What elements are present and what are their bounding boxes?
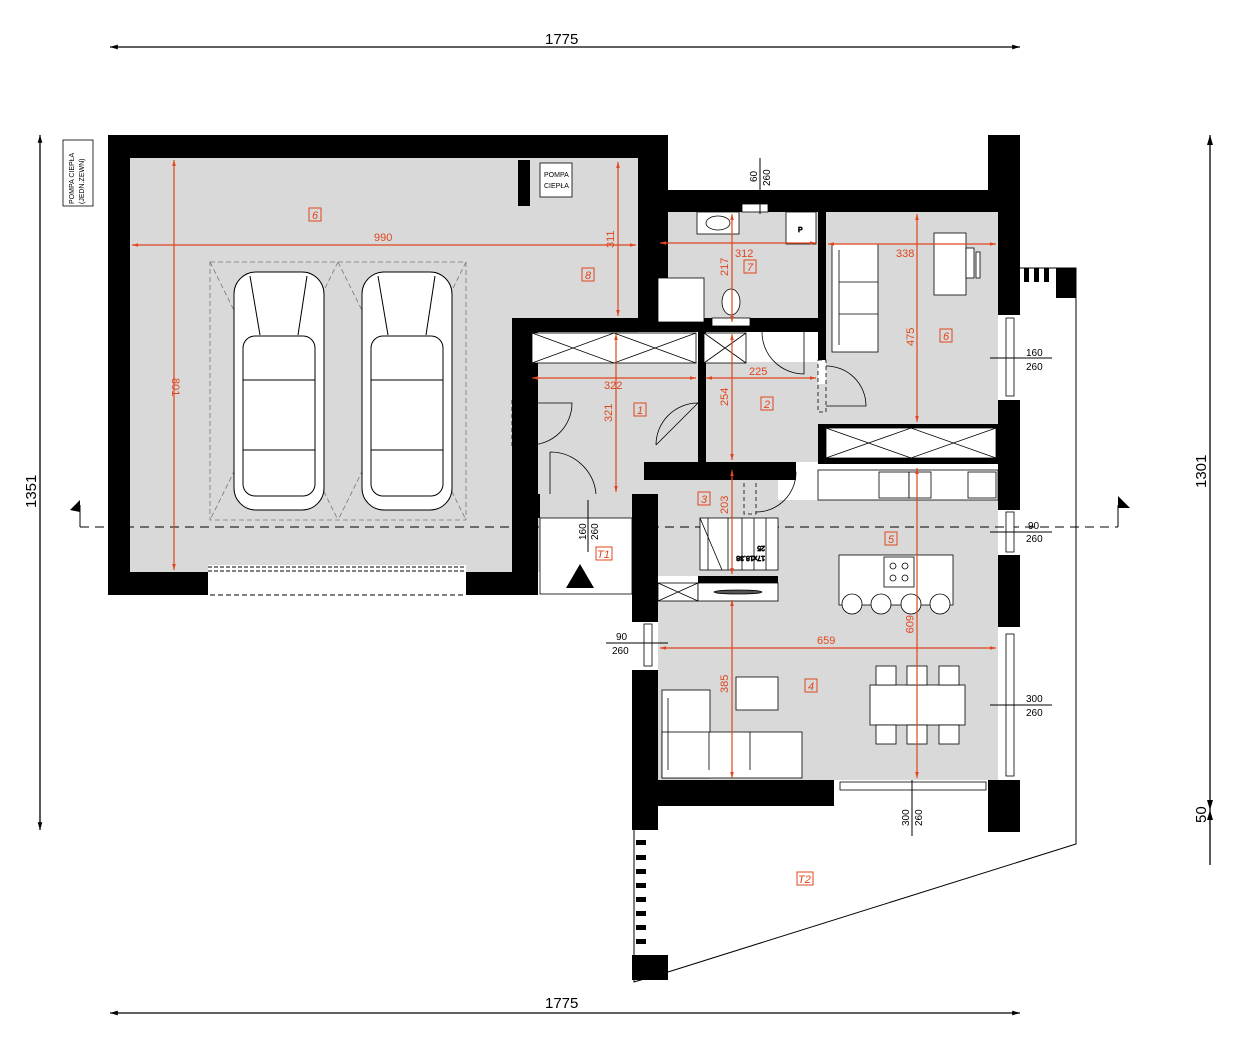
room-tag-2: 2 [760,396,774,411]
terrace-posts [636,268,1049,944]
room-dimension-values: 990 801 311 312 217 338 475 322 321 225 … [169,230,917,693]
top-dimension-value: 1775 [545,31,578,48]
svg-text:609: 609 [903,615,915,633]
room-tag-t2: T2 [796,871,814,886]
svg-text:475: 475 [905,328,917,346]
room-tag-1: 1 [633,402,647,417]
svg-text:801: 801 [169,378,181,396]
svg-text:90: 90 [1028,521,1040,532]
svg-text:60: 60 [749,170,760,182]
svg-text:7: 7 [747,262,754,274]
room-tag-bedroom: 6 [939,328,953,343]
svg-text:8: 8 [585,270,592,282]
room-tag-garage: 6 [308,207,322,222]
window-dim-living-right: 300 260 [990,694,1052,719]
bottom-dimension-value: 1775 [545,995,578,1012]
svg-text:338: 338 [896,248,914,260]
right-dimension [1207,135,1213,865]
svg-text:25: 25 [757,544,765,551]
svg-text:90: 90 [616,632,628,643]
svg-text:990: 990 [374,232,392,244]
window-dim-living-bottom: 300 260 [901,780,925,836]
car-icon [361,271,453,511]
svg-text:300: 300 [1026,694,1043,705]
svg-text:CIEPŁA: CIEPŁA [544,183,569,190]
bathroom-fixtures: P [657,211,817,327]
svg-text:2: 2 [763,399,770,411]
door-openings [511,359,827,515]
kitchen-island [838,554,954,615]
svg-text:260: 260 [1026,534,1043,545]
svg-text:311: 311 [605,230,617,248]
svg-text:4: 4 [808,681,814,693]
svg-text:321: 321 [603,404,615,422]
svg-text:1: 1 [637,405,643,417]
svg-text:260: 260 [590,523,601,540]
living-furniture [661,665,966,779]
left-dimension-value: 1351 [23,475,40,508]
garage-door [208,565,466,596]
svg-text:T1: T1 [597,549,610,561]
svg-text:312: 312 [735,248,753,260]
svg-text:POMPA CIEPŁA: POMPA CIEPŁA [69,152,76,204]
room-tag-7: 7 [743,259,757,274]
svg-text:385: 385 [719,675,731,693]
right-offset-value: 50 [1193,806,1210,823]
svg-text:P: P [798,227,803,234]
svg-text:5: 5 [888,534,895,546]
window-dim-living-left: 90 260 [606,632,668,657]
svg-text:260: 260 [1026,362,1043,373]
svg-text:217: 217 [719,258,731,276]
heat-pump-outdoor-box: POMPA CIEPŁA (JEDN.ZEWN) [62,139,94,207]
room-tag-4: 4 [804,678,818,693]
svg-text:300: 300 [901,809,912,826]
room-tag-3: 3 [697,491,711,506]
svg-text:260: 260 [612,646,629,657]
svg-text:160: 160 [578,523,589,540]
wardrobes [531,332,779,602]
svg-text:322: 322 [604,380,622,392]
room-tag-5: 5 [884,531,898,546]
entrance-porch: 160 260 [539,500,633,595]
svg-text:260: 260 [914,809,925,826]
svg-text:260: 260 [1026,708,1043,719]
svg-text:160: 160 [1026,348,1043,359]
svg-text:(JEDN.ZEWN): (JEDN.ZEWN) [79,159,86,205]
svg-text:659: 659 [817,635,835,647]
svg-text:POMPA: POMPA [544,172,569,179]
window-dim-bath: 60 260 [749,158,773,214]
staircase: 25 17x18.38 [699,517,779,571]
room-dimension-lines [132,160,996,778]
svg-text:T2: T2 [798,874,811,886]
doors [529,331,867,513]
svg-text:3: 3 [701,494,708,506]
svg-text:203: 203 [719,496,731,514]
car-icon [233,271,325,511]
heat-pump-unit: POMPA CIEPŁA [539,162,573,198]
svg-text:6: 6 [943,331,950,343]
right-dimension-value: 1301 [1193,455,1210,488]
svg-text:6: 6 [312,210,319,222]
svg-text:260: 260 [762,169,773,186]
kitchen-counter [817,469,999,501]
window-dim-bedroom: 160 260 [990,348,1052,373]
svg-text:254: 254 [719,388,731,406]
window-dim-kitchen: 90 260 [990,521,1052,545]
terrace-outline [633,267,1077,983]
room-tag-8: 8 [581,267,595,282]
svg-text:225: 225 [749,366,767,378]
room-tag-t1: T1 [595,546,613,561]
room-numbers: 6 8 7 6 1 2 3 5 4 T1 T2 [308,207,953,886]
svg-text:17x18.38: 17x18.38 [736,554,765,561]
